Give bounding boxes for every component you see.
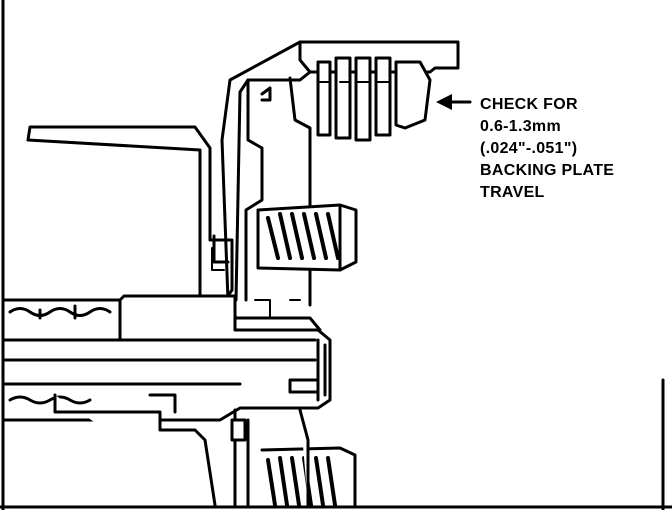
detail-marks (211, 247, 301, 319)
clutch-plates (316, 56, 432, 142)
callout-line-4: BACKING PLATE (480, 162, 615, 179)
lower-hub (53, 393, 310, 507)
return-spring (256, 203, 358, 272)
callout-arrow (436, 94, 472, 110)
callout-line-5: TRAVEL (480, 184, 545, 201)
shaft-splines (8, 304, 112, 405)
callout-line-1: CHECK FOR (480, 96, 578, 113)
callout-line-2: 0.6-1.3mm (480, 118, 561, 135)
callout-line-3: (.024"-.051") (480, 140, 578, 157)
lever-arm (26, 125, 234, 302)
backing-plate-callout: CHECK FOR 0.6-1.3mm (.024"-.051") BACKIN… (480, 94, 660, 204)
main-shaft (1, 294, 332, 422)
